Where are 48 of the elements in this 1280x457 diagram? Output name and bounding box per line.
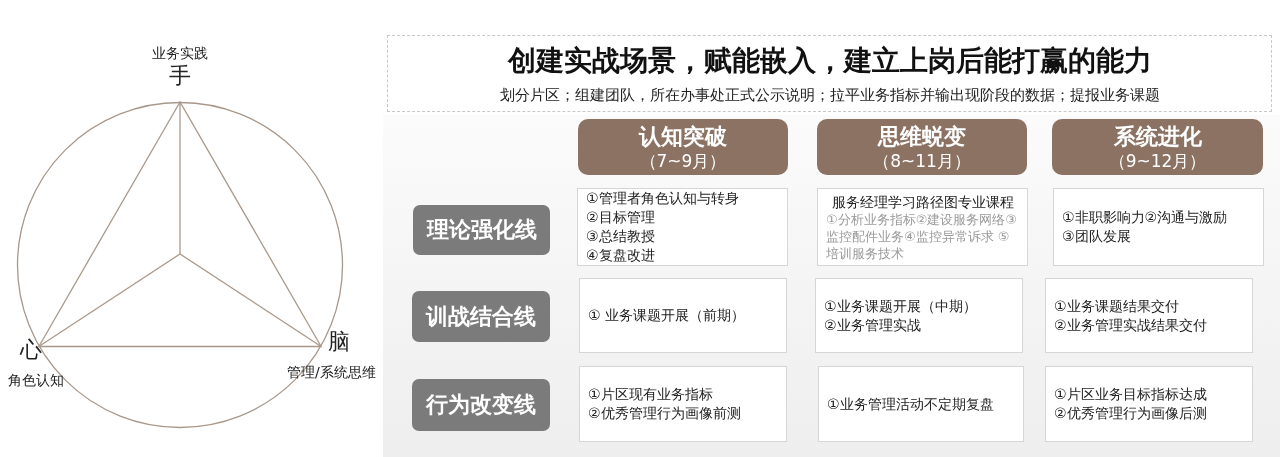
content-card [579, 366, 787, 442]
subheading-text: 划分片区；组建团队，所在办事处正式公示说明；拉平业务指标并输出现阶段的数据；提报业务课题 [499, 84, 1160, 105]
phase-title: 思维蜕变 [878, 122, 966, 150]
list-item: ②优秀管理行为画像后测 [1054, 404, 1207, 423]
phase-header [1052, 119, 1263, 175]
phase-period: （8~11月） [873, 149, 971, 172]
phase-period: （7~9月） [639, 149, 727, 172]
list-item: ①片区业务目标指标达成 [1054, 385, 1207, 404]
phase-header [817, 119, 1027, 175]
vertex-caption: 管理/系统思维 [287, 363, 376, 381]
track-label: 行为改变线 [412, 379, 550, 431]
list-item: ④复盘改进 [586, 246, 655, 265]
track-label: 训战结合线 [412, 291, 550, 342]
phase-period: （9~12月） [1108, 149, 1207, 172]
track-label: 理论强化线 [413, 205, 550, 255]
list-item: ① 业务课题开展（前期） [588, 306, 745, 325]
content-card [815, 278, 1023, 353]
list-item: ①业务管理活动不定期复盘 [827, 394, 994, 414]
list-item: ②业务管理实战结果交付 [1054, 315, 1207, 335]
list-item: ②业务管理实战 [824, 315, 921, 335]
list-item: ②目标管理 [586, 208, 655, 227]
list-item: ①业务课题结果交付 [1054, 296, 1179, 316]
vertex-label: 脑 [328, 329, 350, 355]
content-card [817, 188, 1028, 266]
list-item: ①片区现有业务指标 [588, 385, 713, 404]
heading-panel [387, 35, 1272, 112]
phase-header [578, 119, 788, 175]
list-item: ①非职影响力②沟通与激励 [1062, 208, 1228, 227]
vertex-caption: 业务实践 [152, 44, 208, 62]
list-item: ①业务课题开展（中期） [824, 296, 977, 316]
vertex-caption: 角色认知 [8, 371, 64, 389]
vertex-label: 心 [20, 337, 42, 363]
vertex-label: 手 [169, 63, 191, 89]
content-card [577, 188, 788, 266]
phase-title: 认知突破 [639, 122, 727, 150]
content-card [1045, 278, 1253, 353]
list-item: ①管理者角色认知与转身 [586, 189, 739, 208]
content-card [1053, 188, 1264, 266]
course-list: ①分析业务指标②建设服务网络③监控配件业务④监控异常诉求 ⑤培训服务技术 [826, 210, 1019, 262]
list-item: ②优秀管理行为画像前测 [588, 404, 741, 423]
list-item: ③总结教授 [586, 227, 655, 246]
list-item: ③团队发展 [1062, 227, 1131, 246]
content-card [1045, 366, 1253, 442]
content-card [579, 278, 787, 353]
content-card [818, 366, 1024, 442]
heading-text: 创建实战场景，赋能嵌入，建立上岗后能打赢的能力 [507, 42, 1152, 79]
course-title: 服务经理学习路径图专业课程 [831, 192, 1014, 211]
phase-title: 系统进化 [1113, 122, 1202, 150]
